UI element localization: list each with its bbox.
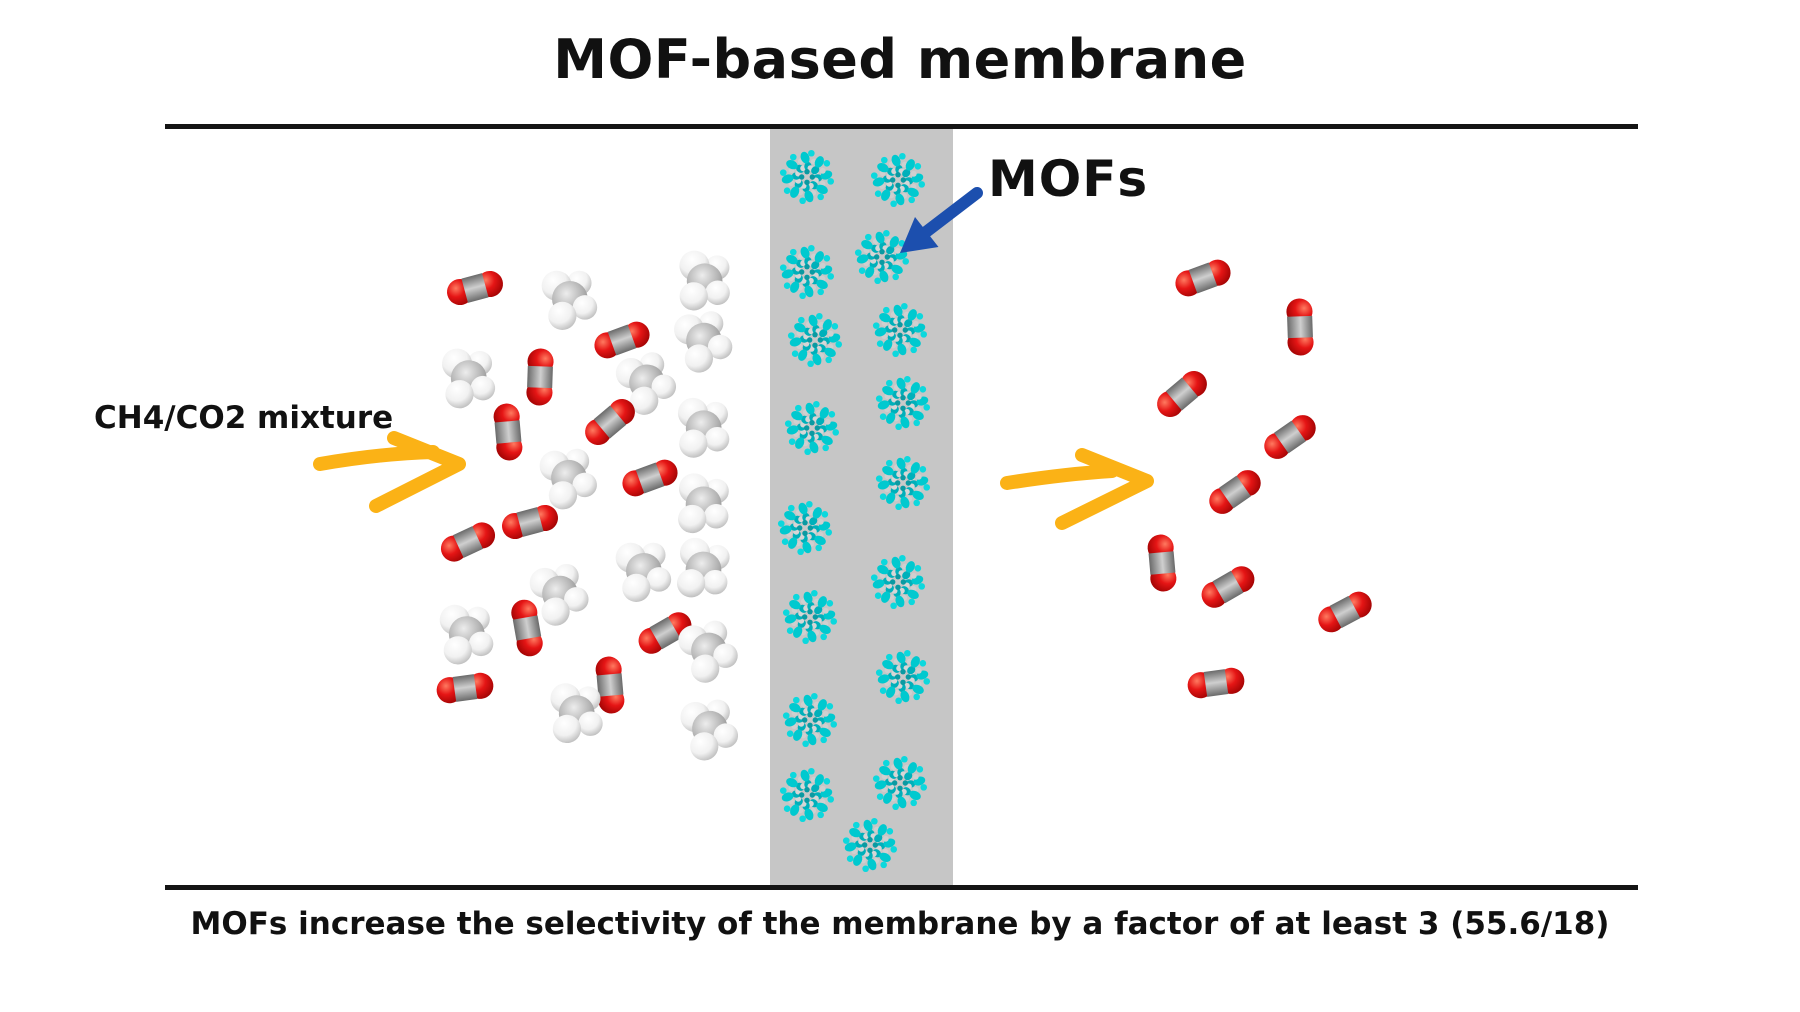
ch4-molecule <box>670 395 736 464</box>
co2-molecule <box>499 502 561 542</box>
mof-cluster <box>873 303 927 357</box>
co2-molecule <box>492 402 524 462</box>
ch4-molecule <box>437 347 499 412</box>
mof-cluster <box>783 590 837 644</box>
mof-cluster <box>876 650 930 704</box>
co2-molecule <box>594 655 626 715</box>
co2-molecule <box>1285 298 1315 356</box>
mof-cluster <box>873 756 927 810</box>
ch4-molecule <box>678 697 741 763</box>
top-divider-line <box>165 124 1638 129</box>
co2-molecule <box>1171 255 1235 301</box>
co2-molecule <box>1151 365 1213 423</box>
page-title: MOF-based membrane <box>553 28 1247 91</box>
mof-pointer-arrow <box>900 187 983 253</box>
bottom-divider-line <box>165 885 1638 890</box>
co2-molecule <box>1313 587 1377 637</box>
feed-arrow <box>313 431 466 513</box>
mixture-label: CH4/CO2 mixture <box>94 400 394 436</box>
mof-cluster <box>780 768 834 822</box>
mof-cluster <box>785 401 839 455</box>
mof-cluster <box>778 501 832 555</box>
co2-molecule <box>1204 464 1266 520</box>
co2-molecule <box>1146 533 1178 593</box>
mof-cluster <box>780 245 834 299</box>
ch4-molecule <box>667 533 739 608</box>
mof-cluster <box>783 693 837 747</box>
feed-mixture-molecules <box>434 247 743 763</box>
co2-molecule <box>444 268 506 308</box>
co2-molecule <box>436 518 500 566</box>
mof-clusters <box>778 150 930 872</box>
mof-cluster <box>876 376 930 430</box>
ch4-molecule <box>672 308 736 376</box>
co2-molecule <box>1259 409 1321 465</box>
ch4-molecule <box>538 447 599 512</box>
mof-cluster <box>788 313 842 367</box>
ch4-molecule <box>675 617 743 687</box>
ch4-molecule <box>668 470 737 542</box>
co2-molecule <box>618 455 682 501</box>
mof-cluster <box>871 555 925 609</box>
co2-molecule <box>434 671 496 705</box>
permeate-arrow <box>1000 448 1154 530</box>
mof-cluster <box>855 230 909 284</box>
co2-molecule <box>1196 561 1260 613</box>
ch4-molecule <box>670 247 738 318</box>
mof-cluster <box>871 153 925 207</box>
co2-molecule <box>525 348 555 406</box>
ch4-molecule <box>541 270 598 330</box>
mof-cluster <box>876 456 930 510</box>
mof-cluster <box>843 818 897 872</box>
mofs-label: MOFs <box>988 150 1149 208</box>
ch4-molecule <box>435 603 497 668</box>
co2-molecule <box>509 597 545 659</box>
mof-cluster <box>780 150 834 204</box>
ch4-molecule <box>615 542 672 602</box>
co2-molecule <box>1185 666 1247 700</box>
permeate-molecules <box>1146 255 1377 700</box>
caption-text: MOFs increase the selectivity of the mem… <box>190 906 1610 942</box>
